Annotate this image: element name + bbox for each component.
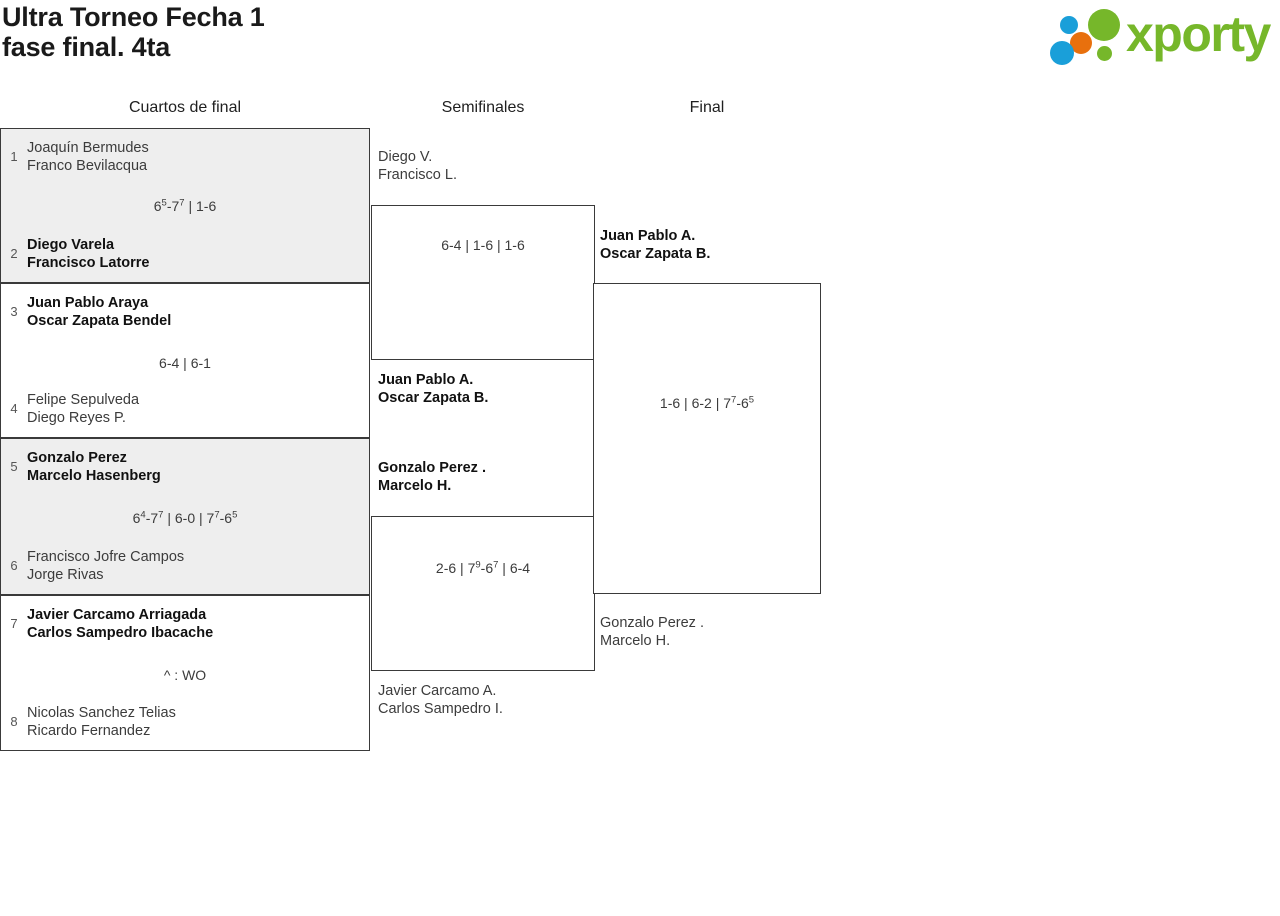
seed-number: 4 [10, 401, 18, 416]
tournament-header: Ultra Torneo Fecha 1 fase final. 4ta xpo… [0, 0, 1280, 90]
competitor-names: Juan Pablo A. Oscar Zapata B. [600, 228, 711, 262]
competitor-slot[interactable]: Gonzalo Perez . Marcelo H. [372, 459, 594, 495]
round-header-final: Final [689, 99, 725, 116]
seed-number: 6 [10, 558, 18, 573]
match-score: ^ : WO [163, 667, 207, 683]
seed-number: 3 [10, 304, 18, 319]
match-quarterfinal-3[interactable]: 5 Gonzalo Perez Marcelo Hasenberg 64-77 … [0, 438, 370, 595]
round-header-quarterfinals: Cuartos de final [128, 99, 242, 116]
competitor-slot[interactable]: Javier Carcamo A. Carlos Sampedro I. [372, 682, 594, 718]
match-semifinal-2[interactable]: Gonzalo Perez . Marcelo H. 2-6 | 79-67 |… [371, 460, 595, 717]
match-semifinal-1[interactable]: Diego V. Francisco L. 6-4 | 1-6 | 1-6 Ju… [371, 149, 595, 406]
seed-number: 7 [10, 616, 18, 631]
competitor-slot[interactable]: 7 Javier Carcamo Arriagada Carlos Samped… [1, 606, 369, 642]
xporty-logo: xporty [1048, 6, 1274, 66]
seed-number: 5 [10, 459, 18, 474]
competitor-names: Francisco Jofre Campos Jorge Rivas [27, 549, 185, 583]
match-score: 6-4 | 1-6 | 1-6 [441, 237, 525, 253]
competitor-names: Diego V. Francisco L. [378, 149, 457, 183]
match-score: 2-6 | 79-67 | 6-4 [435, 559, 531, 576]
competitor-names: Felipe Sepulveda Diego Reyes P. [27, 392, 140, 426]
logo-dot-green-large [1088, 9, 1120, 41]
competitor-names: Javier Carcamo A. Carlos Sampedro I. [378, 683, 503, 717]
competitor-slot[interactable]: 6 Francisco Jofre Campos Jorge Rivas [1, 548, 369, 584]
competitor-names: Gonzalo Perez . Marcelo H. [600, 615, 704, 649]
seed-number: 8 [10, 714, 18, 729]
match-quarterfinal-4[interactable]: 7 Javier Carcamo Arriagada Carlos Samped… [0, 595, 370, 751]
match-final[interactable]: Juan Pablo A. Oscar Zapata B. 1-6 | 6-2 … [593, 228, 821, 649]
logo-wordmark: xporty [1126, 6, 1271, 62]
competitor-slot[interactable]: 8 Nicolas Sanchez Telias Ricardo Fernand… [1, 704, 369, 740]
competitor-names: Gonzalo Perez . Marcelo H. [378, 460, 486, 494]
competitor-names: Juan Pablo A. Oscar Zapata B. [378, 372, 489, 406]
competitor-names: Javier Carcamo Arriagada Carlos Sampedro… [27, 607, 214, 641]
competitor-slot[interactable]: 1 Joaquín Bermudes Franco Bevilacqua [1, 139, 369, 175]
competitor-names: Juan Pablo Araya Oscar Zapata Bendel [27, 295, 172, 329]
match-score: 1-6 | 6-2 | 77-65 [659, 394, 755, 411]
logo-dot-green-small [1097, 46, 1112, 61]
competitor-slot[interactable]: 3 Juan Pablo Araya Oscar Zapata Bendel [1, 294, 369, 330]
competitor-names: Nicolas Sanchez Telias Ricardo Fernandez [27, 705, 176, 739]
competitor-slot[interactable]: Gonzalo Perez . Marcelo H. [594, 614, 820, 650]
page-title: Ultra Torneo Fecha 1 fase final. 4ta [2, 2, 265, 62]
match-score: 65-77 | 1-6 [153, 197, 217, 214]
match-score: 6-4 | 6-1 [159, 355, 211, 371]
round-header-semifinals: Semifinales [441, 99, 525, 116]
logo-dot-blue-large [1050, 41, 1074, 65]
seed-number: 1 [10, 149, 18, 164]
competitor-slot[interactable]: 5 Gonzalo Perez Marcelo Hasenberg [1, 449, 369, 485]
competitor-slot[interactable]: Juan Pablo A. Oscar Zapata B. [372, 371, 594, 407]
logo-dot-blue-small [1060, 16, 1078, 34]
competitor-names: Diego Varela Francisco Latorre [27, 237, 150, 271]
logo-dot-orange [1070, 32, 1092, 54]
match-quarterfinal-1[interactable]: 1 Joaquín Bermudes Franco Bevilacqua 65-… [0, 128, 370, 283]
competitor-names: Gonzalo Perez Marcelo Hasenberg [27, 450, 161, 484]
seed-number: 2 [10, 246, 18, 261]
competitor-names: Joaquín Bermudes Franco Bevilacqua [27, 140, 149, 174]
competitor-slot[interactable]: Diego V. Francisco L. [372, 148, 594, 184]
competitor-slot[interactable]: Juan Pablo A. Oscar Zapata B. [594, 227, 820, 263]
match-score: 64-77 | 6-0 | 77-65 [132, 509, 238, 526]
match-quarterfinal-2[interactable]: 3 Juan Pablo Araya Oscar Zapata Bendel 6… [0, 283, 370, 438]
competitor-slot[interactable]: 2 Diego Varela Francisco Latorre [1, 236, 369, 272]
competitor-slot[interactable]: 4 Felipe Sepulveda Diego Reyes P. [1, 391, 369, 427]
